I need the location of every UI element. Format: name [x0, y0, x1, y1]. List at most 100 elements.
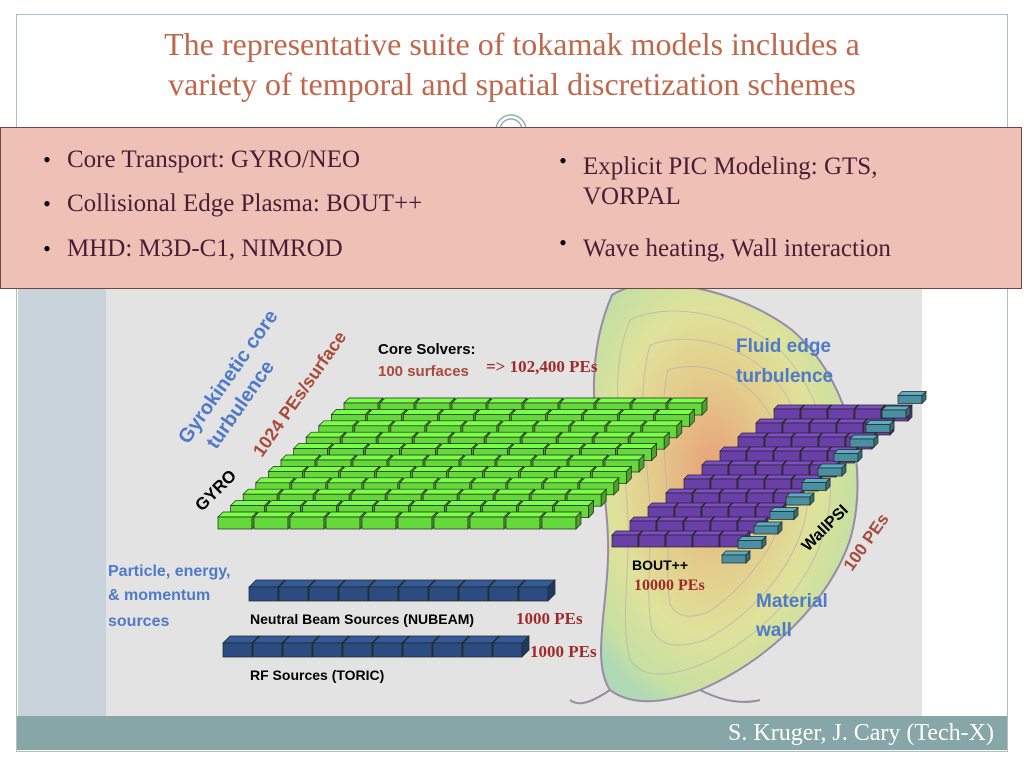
bout-processor-grid	[611, 404, 913, 548]
block-top	[438, 409, 480, 415]
block-top	[557, 431, 599, 438]
particle-sources-label-1: Particle, energy,	[108, 563, 230, 580]
core-solvers-label: Core Solvers:	[378, 341, 476, 358]
block-top	[267, 466, 309, 472]
block-top	[800, 404, 832, 410]
block-front	[817, 467, 843, 477]
block-top	[339, 466, 381, 472]
block-top	[449, 431, 491, 438]
gyro-processor-grid	[217, 397, 708, 530]
block-top	[773, 488, 805, 494]
block-top	[737, 516, 769, 522]
block-side	[689, 408, 695, 428]
block-top	[719, 488, 751, 494]
block-top	[578, 477, 620, 484]
block-top	[809, 418, 841, 424]
block-top	[305, 431, 347, 438]
block-side	[745, 550, 751, 564]
block-top	[389, 420, 431, 427]
block-top	[683, 474, 715, 480]
block-top	[641, 420, 683, 427]
block-side	[588, 499, 594, 519]
block-top	[341, 431, 383, 438]
block-top	[409, 500, 451, 506]
block-top	[402, 409, 444, 415]
block-front	[325, 516, 361, 530]
block-side	[921, 390, 927, 405]
block-top	[481, 500, 523, 506]
block-top	[242, 488, 284, 495]
block-front	[505, 516, 541, 530]
block-top	[692, 488, 724, 494]
bullet-explicit-pic: • Explicit PIC Modeling: GTS, VORPAL	[559, 148, 877, 212]
block-top	[629, 516, 661, 522]
block-front	[402, 642, 433, 658]
block-front	[833, 453, 859, 462]
block-top	[337, 500, 379, 506]
block-top	[398, 477, 440, 484]
block-front	[488, 586, 519, 602]
rf-processor-row	[222, 635, 530, 658]
block-top	[373, 500, 415, 506]
block-front	[248, 586, 279, 602]
core-pes-label: => 102,400 PEs	[486, 357, 598, 376]
bullet-wave-heating: • Wave heating, Wall interaction	[559, 230, 891, 264]
bullet-collisional-edge: • Collisional Edge Plasma: BOUT++	[43, 189, 422, 219]
block-front	[638, 534, 666, 548]
block-front	[801, 482, 827, 491]
block-top	[352, 454, 393, 461]
block-top	[737, 536, 767, 541]
nubeam-label: Neutral Beam Sources (NUBEAM)	[250, 611, 474, 627]
block-top	[301, 500, 343, 506]
block-front	[372, 642, 403, 658]
block-top	[314, 488, 356, 495]
title-line-2: variety of temporal and spatial discreti…	[168, 66, 856, 102]
block-top	[755, 460, 787, 466]
block-top	[604, 454, 645, 461]
block-top	[605, 420, 647, 427]
block-side	[651, 442, 657, 462]
block-front	[611, 534, 639, 548]
block-front	[865, 424, 891, 433]
block-side	[777, 521, 783, 535]
block-top	[801, 478, 831, 483]
block-top	[317, 420, 359, 427]
block-top	[827, 404, 859, 410]
block-front	[253, 516, 289, 530]
block-top	[773, 446, 805, 452]
bullet-core-transport: • Core Transport: GYRO/NEO	[43, 145, 361, 175]
bullet-text: Core Transport: GYRO/NEO	[67, 146, 361, 173]
block-side	[761, 535, 767, 550]
block-top	[353, 420, 395, 427]
block-top	[616, 443, 658, 449]
block-top	[833, 449, 863, 454]
block-front	[469, 516, 505, 530]
block-front	[342, 642, 373, 658]
block-top	[728, 460, 760, 466]
block-front	[492, 642, 523, 658]
block-top	[433, 511, 474, 518]
block-top	[523, 397, 564, 404]
block-top	[618, 409, 660, 415]
bout-pes-label: 10000 PEs	[634, 577, 705, 594]
block-top	[217, 511, 258, 518]
block-top	[328, 443, 370, 449]
block-top	[737, 474, 769, 480]
block-top	[701, 460, 733, 466]
bullet-box: • Core Transport: GYRO/NEO • Collisional…	[0, 127, 1022, 289]
block-top	[521, 431, 563, 438]
block-top	[800, 446, 832, 452]
block-top	[472, 443, 514, 449]
block-top	[566, 488, 608, 495]
block-top	[897, 391, 927, 396]
rf-label: RF Sources (TORIC)	[250, 667, 384, 683]
block-top	[629, 431, 671, 438]
block-top	[631, 397, 672, 404]
block-front	[665, 534, 693, 548]
block-top	[445, 500, 487, 506]
block-top	[379, 397, 420, 404]
block-top	[447, 466, 489, 472]
block-top	[411, 466, 453, 472]
block-side	[905, 405, 911, 419]
block-top	[638, 530, 670, 536]
